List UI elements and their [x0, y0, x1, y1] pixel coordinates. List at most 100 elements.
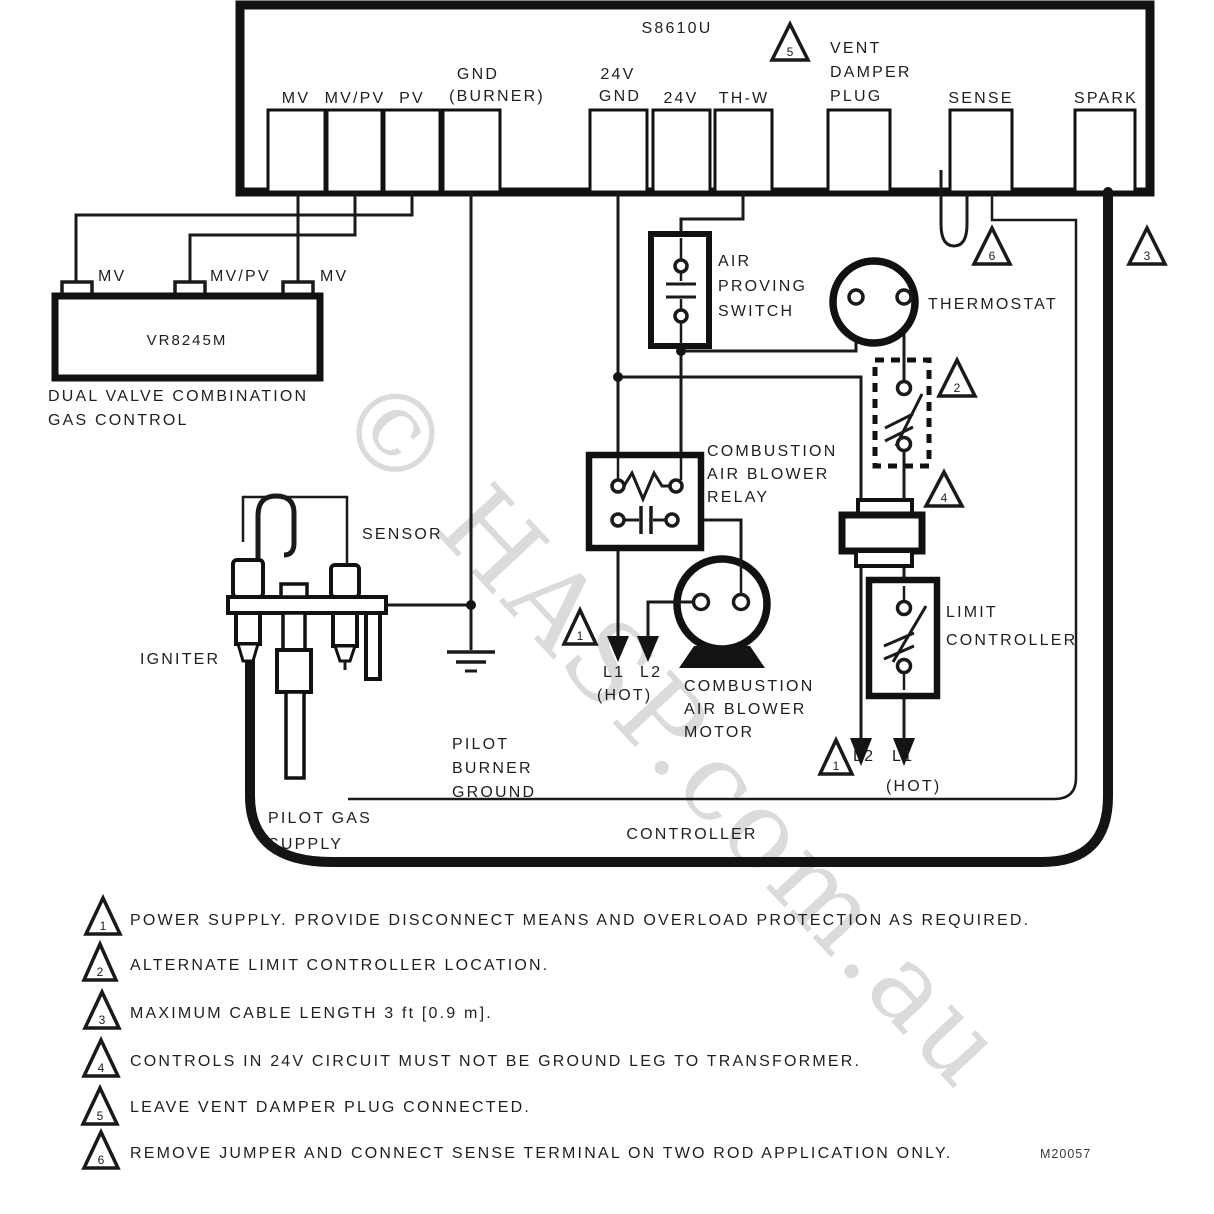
document-number: M20057: [1040, 1147, 1091, 1161]
right-hot-label: (HOT): [886, 778, 941, 795]
callout-4-num: 4: [941, 491, 948, 505]
callout-1-right-num: 1: [833, 759, 840, 773]
note-1-num: 1: [100, 919, 107, 933]
note-2-triangle: [81, 939, 119, 982]
right-l2-label: L2: [853, 748, 875, 765]
valve-caption-2: GAS CONTROL: [48, 412, 189, 429]
pilot-gas-label-1: PILOT GAS: [268, 810, 372, 827]
note-5-triangle: [80, 1083, 120, 1126]
callout-triangle-1-right: [817, 735, 855, 776]
pilot-fitting: [275, 648, 313, 694]
terminal-label-vent-1: VENT: [830, 40, 881, 57]
thermostat-terminal-left: [847, 288, 865, 306]
diagram-callouts: 5 6 3 2 4 1 1: [561, 20, 1168, 776]
sensor-body-bottom: [331, 611, 359, 648]
right-l1-label: L1: [892, 748, 914, 765]
pilot-burner-assembly: [226, 493, 388, 780]
igniter-body-top: [231, 558, 265, 599]
pilot-gas-tube: [284, 690, 306, 780]
module-model-label: S8610U: [641, 20, 712, 37]
note-4-text: CONTROLS IN 24V CIRCUIT MUST NOT BE GROU…: [130, 1053, 861, 1070]
wire-pv-to-valve: [74, 192, 414, 282]
igniter-electrode-hook: [255, 493, 297, 562]
callout-triangle-1-left: [561, 605, 599, 646]
gas-valve: [51, 280, 324, 382]
terminal-mv-pv: [325, 108, 384, 194]
motor-label-1: COMBUSTION: [684, 678, 814, 695]
note-6-triangle: [81, 1127, 121, 1170]
motor-label-2: AIR BLOWER: [684, 701, 806, 718]
callout-2-num: 2: [954, 381, 961, 395]
notes-section: 1 POWER SUPPLY. PROVIDE DISCONNECT MEANS…: [80, 893, 1091, 1170]
callout-5-num: 5: [787, 45, 794, 59]
note-1-text: POWER SUPPLY. PROVIDE DISCONNECT MEANS A…: [130, 912, 1030, 929]
motor-terminal-right: [731, 592, 751, 612]
terminal-24v: [651, 108, 712, 194]
note-4-num: 4: [98, 1061, 105, 1075]
junction-dot-ground: [466, 600, 476, 610]
mounting-bracket: [226, 595, 388, 615]
note-4-triangle: [81, 1035, 121, 1078]
spark-cable: [245, 187, 1113, 867]
air-switch-label-1: AIR: [718, 253, 751, 270]
callout-triangle-6: [971, 224, 1013, 266]
sensor-label: SENSOR: [362, 526, 443, 543]
wire-branch-to-connector-l2: [618, 375, 863, 738]
valve-label-t1: MV: [98, 268, 126, 285]
relay-label-3: RELAY: [707, 489, 769, 506]
callout-6-num: 6: [989, 249, 996, 263]
limit-label-2: CONTROLLER: [946, 632, 1077, 649]
thermostat: [829, 257, 919, 347]
pilot-tube-top: [279, 582, 309, 599]
callout-1-left-num: 1: [577, 629, 584, 643]
alternate-limit-location: [872, 357, 932, 469]
sensor-frame: [241, 495, 349, 564]
igniter-taper: [235, 642, 261, 663]
callout-triangle-5: [769, 20, 811, 62]
motor-terminal-left: [691, 592, 711, 612]
note-2-num: 2: [97, 965, 104, 979]
power-arrows: [607, 636, 915, 766]
terminal-label-vent-2: DAMPER: [830, 64, 912, 81]
valve-body: [51, 292, 324, 382]
sensor-taper: [332, 644, 358, 663]
junction-dot-thermostat: [676, 346, 686, 356]
wire-mvpv-to-valve: [188, 192, 357, 282]
arrow-left-l1: [607, 636, 629, 662]
valve-label-t3: MV: [320, 268, 348, 285]
terminal-label-24vgnd-2: GND: [599, 88, 641, 105]
limit-label-1: LIMIT: [946, 604, 998, 621]
note-6-text: REMOVE JUMPER AND CONNECT SENSE TERMINAL…: [130, 1145, 952, 1162]
terminal-th-w: [713, 108, 774, 194]
note-5-num: 5: [97, 1109, 104, 1123]
note-6-num: 6: [98, 1153, 105, 1167]
thermostat-label: THERMOSTAT: [928, 296, 1058, 313]
pilot-ground-label-2: BURNER: [452, 760, 533, 777]
terminal-spark: [1073, 108, 1137, 194]
motor-base: [679, 646, 765, 668]
terminal-label-gnd-1: GND: [457, 66, 499, 83]
wire-motor-to-l2: [646, 600, 693, 636]
terminal-mv: [266, 108, 327, 194]
terminal-sense: [948, 108, 1014, 194]
left-l2-label: L2: [640, 664, 662, 681]
pilot-ground-label-3: GROUND: [452, 784, 536, 801]
ground-symbol: [447, 650, 495, 673]
air-switch-contact-bottom: [673, 308, 689, 324]
relay-label-1: COMBUSTION: [707, 443, 837, 460]
pilot-gas-label-2: SUPPLY: [268, 836, 343, 853]
line-connector: [838, 498, 926, 568]
relay-label-2: AIR BLOWER: [707, 466, 829, 483]
air-switch-contact-top: [673, 258, 689, 274]
terminal-label-24vgnd-1: 24V: [600, 66, 635, 83]
callout-triangle-2: [936, 356, 978, 398]
note-3-text: MAXIMUM CABLE LENGTH 3 ft [0.9 m].: [130, 1005, 493, 1022]
motor-label-3: MOTOR: [684, 724, 754, 741]
limit-controller: [865, 576, 941, 700]
blower-relay: [585, 451, 705, 552]
valve-label-t2: MV/PV: [210, 268, 271, 285]
arrow-left-l2: [637, 636, 659, 662]
pilot-ground-label-1: PILOT: [452, 736, 509, 753]
